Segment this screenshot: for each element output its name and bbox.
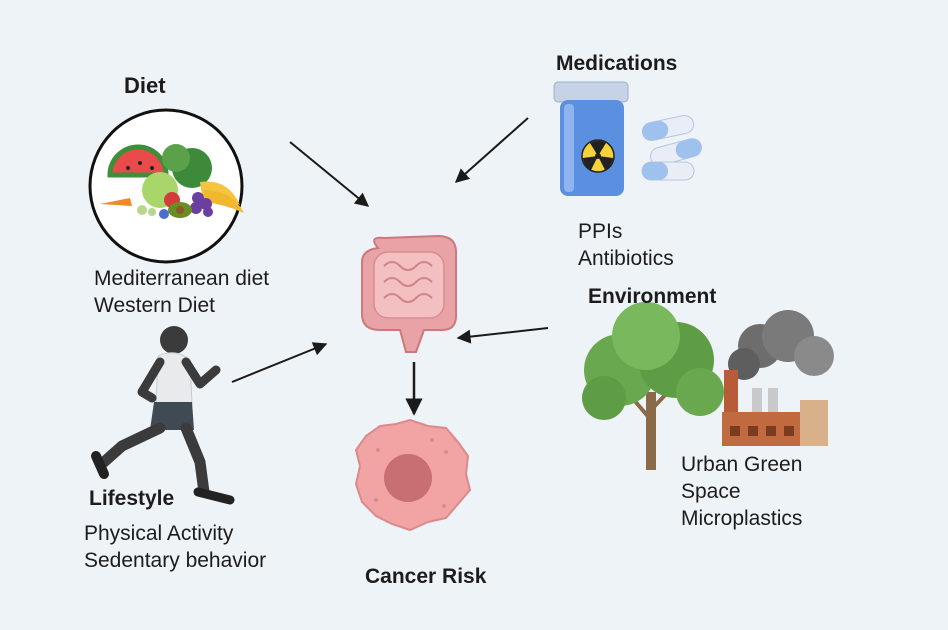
runner-icon <box>91 326 235 505</box>
factory-icon <box>722 310 834 446</box>
lifestyle-item-physical-activity: Physical Activity <box>84 522 234 545</box>
lifestyle-item-sedentary: Sedentary behavior <box>84 549 267 572</box>
cancer-risk-heading: Cancer Risk <box>365 565 487 588</box>
diet-item-mediterranean: Mediterranean diet <box>94 267 270 290</box>
environment-item-microplastics: Microplastics <box>681 507 803 530</box>
environment-heading: Environment <box>588 285 717 308</box>
lifestyle-items: Physical Activity Sedentary behavior <box>84 520 266 574</box>
tree-icon <box>582 302 724 470</box>
fruit-vegetable-bowl-icon <box>88 108 244 264</box>
medication-item-ppis: PPIs <box>578 220 623 243</box>
arrow-lifestyle-to-gut <box>231 342 328 383</box>
diet-item-western: Western Diet <box>94 294 215 317</box>
intestine-icon <box>361 234 457 353</box>
radiation-icon <box>581 139 615 173</box>
environment-item-space: Space <box>681 480 741 503</box>
capsules-icon <box>641 114 702 181</box>
environment-items: Urban Green Space Microplastics <box>681 451 802 532</box>
arrow-diet-to-gut <box>289 141 370 207</box>
medications-items: PPIs Antibiotics <box>578 218 674 272</box>
diet-items: Mediterranean diet Western Diet <box>94 265 269 319</box>
diet-heading: Diet <box>124 73 166 98</box>
lifestyle-heading: Lifestyle <box>89 487 175 510</box>
arrow-medications-to-gut <box>454 117 529 183</box>
medications-heading: Medications <box>556 52 678 75</box>
pill-bottle-icon <box>553 81 629 196</box>
environment-item-urban-green: Urban Green <box>681 453 803 476</box>
arrow-environment-to-gut <box>456 327 549 344</box>
cancer-cell-icon <box>354 418 472 532</box>
medication-item-antibiotics: Antibiotics <box>578 247 674 270</box>
